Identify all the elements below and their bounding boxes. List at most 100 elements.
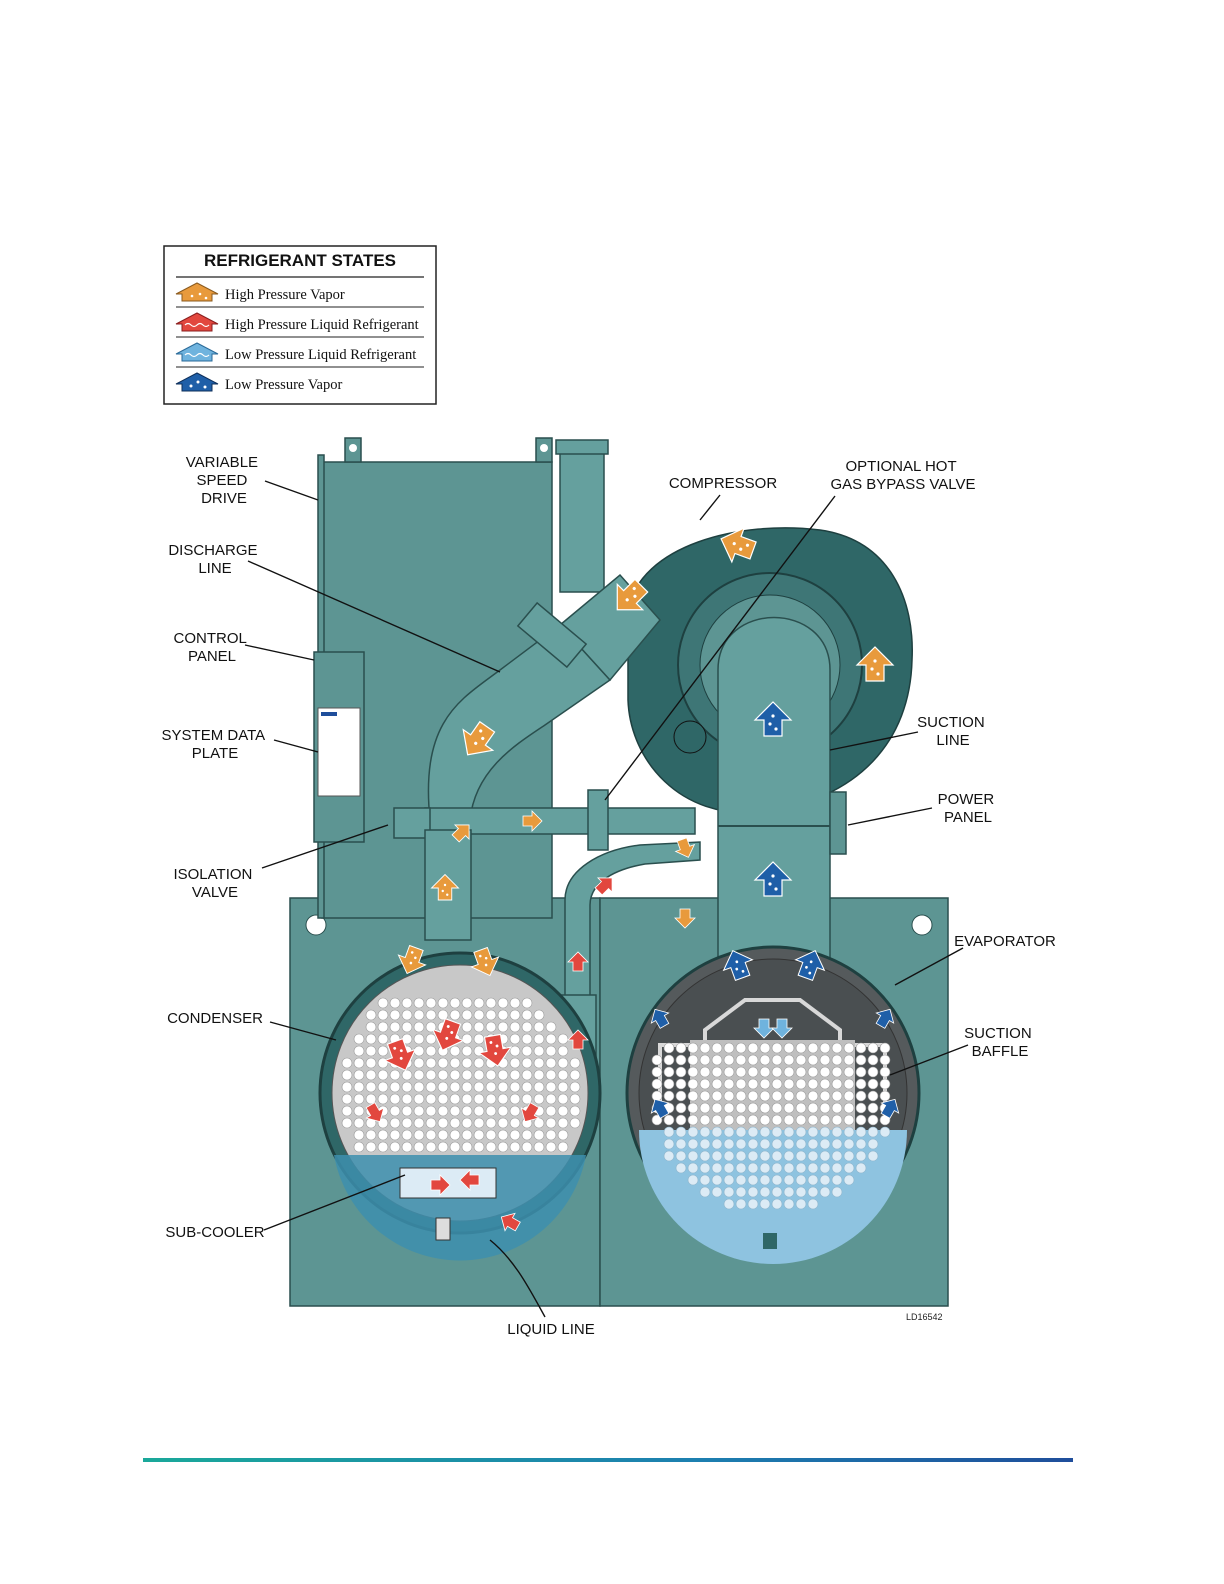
tube bbox=[461, 1057, 473, 1069]
tube bbox=[747, 1042, 759, 1054]
tube bbox=[675, 1150, 687, 1162]
tube bbox=[437, 1117, 449, 1129]
tube bbox=[747, 1102, 759, 1114]
tube bbox=[389, 1009, 401, 1021]
tube bbox=[807, 1126, 819, 1138]
tube bbox=[843, 1174, 855, 1186]
tube bbox=[747, 1066, 759, 1078]
tube bbox=[807, 1150, 819, 1162]
tube bbox=[545, 1129, 557, 1141]
tube bbox=[855, 1162, 867, 1174]
tube bbox=[425, 1033, 437, 1045]
evaporator bbox=[625, 945, 921, 1264]
tube bbox=[353, 1105, 365, 1117]
tube bbox=[461, 1141, 473, 1153]
compressor-label: COMPRESSOR bbox=[669, 475, 778, 492]
tube bbox=[807, 1138, 819, 1150]
tube bbox=[807, 1066, 819, 1078]
tube bbox=[437, 1009, 449, 1021]
tube bbox=[843, 1066, 855, 1078]
suction-line-label: SUCTION LINE bbox=[917, 714, 989, 749]
condenser bbox=[318, 951, 602, 1261]
tube bbox=[521, 1021, 533, 1033]
suction-line bbox=[717, 616, 831, 961]
tube bbox=[735, 1198, 747, 1210]
tube bbox=[723, 1078, 735, 1090]
tube bbox=[365, 1129, 377, 1141]
tube bbox=[783, 1042, 795, 1054]
tube bbox=[497, 1117, 509, 1129]
tube bbox=[485, 1069, 497, 1081]
tube bbox=[855, 1090, 867, 1102]
tube bbox=[795, 1174, 807, 1186]
tube bbox=[353, 1045, 365, 1057]
tube bbox=[747, 1138, 759, 1150]
tube bbox=[377, 1129, 389, 1141]
tube bbox=[699, 1150, 711, 1162]
tube bbox=[437, 1081, 449, 1093]
tube bbox=[461, 1009, 473, 1021]
tube bbox=[497, 997, 509, 1009]
chiller-illustration bbox=[289, 437, 949, 1307]
tube bbox=[711, 1102, 723, 1114]
system-data-plate bbox=[317, 707, 361, 797]
tube bbox=[557, 1069, 569, 1081]
tube bbox=[533, 1069, 545, 1081]
tube bbox=[771, 1162, 783, 1174]
tube bbox=[687, 1066, 699, 1078]
tube bbox=[675, 1126, 687, 1138]
tube bbox=[711, 1090, 723, 1102]
tube bbox=[735, 1066, 747, 1078]
tube bbox=[831, 1138, 843, 1150]
tube bbox=[545, 1141, 557, 1153]
tube bbox=[771, 1186, 783, 1198]
tube bbox=[521, 1045, 533, 1057]
isolation-valve-label: ISOLATION VALVE bbox=[173, 866, 256, 901]
tube bbox=[759, 1078, 771, 1090]
tube bbox=[771, 1150, 783, 1162]
tube bbox=[723, 1042, 735, 1054]
tube bbox=[675, 1138, 687, 1150]
tube bbox=[831, 1114, 843, 1126]
tube bbox=[843, 1126, 855, 1138]
tube bbox=[807, 1174, 819, 1186]
tube bbox=[509, 1081, 521, 1093]
tube bbox=[521, 997, 533, 1009]
tube bbox=[855, 1102, 867, 1114]
tube bbox=[557, 1033, 569, 1045]
tube bbox=[747, 1198, 759, 1210]
tube bbox=[831, 1126, 843, 1138]
tube bbox=[771, 1198, 783, 1210]
power-panel bbox=[829, 791, 847, 855]
tube bbox=[807, 1162, 819, 1174]
tube bbox=[807, 1078, 819, 1090]
tube bbox=[509, 1045, 521, 1057]
tube bbox=[819, 1150, 831, 1162]
tube bbox=[401, 1129, 413, 1141]
tube bbox=[485, 1141, 497, 1153]
tube bbox=[867, 1102, 879, 1114]
tube bbox=[389, 1093, 401, 1105]
tube bbox=[365, 1009, 377, 1021]
tube bbox=[497, 1009, 509, 1021]
tube bbox=[461, 997, 473, 1009]
tube bbox=[485, 1081, 497, 1093]
tube bbox=[675, 1054, 687, 1066]
tube bbox=[353, 1057, 365, 1069]
tube bbox=[341, 1057, 353, 1069]
tube bbox=[449, 1141, 461, 1153]
tube bbox=[461, 1093, 473, 1105]
tube bbox=[509, 1105, 521, 1117]
tube bbox=[843, 1054, 855, 1066]
tube bbox=[675, 1066, 687, 1078]
tube bbox=[533, 1141, 545, 1153]
tube bbox=[699, 1078, 711, 1090]
tube bbox=[497, 1081, 509, 1093]
tube bbox=[425, 1105, 437, 1117]
tube bbox=[651, 1054, 663, 1066]
tube bbox=[819, 1162, 831, 1174]
tube bbox=[377, 1069, 389, 1081]
tube bbox=[711, 1174, 723, 1186]
tube bbox=[509, 1117, 521, 1129]
tube bbox=[545, 1093, 557, 1105]
